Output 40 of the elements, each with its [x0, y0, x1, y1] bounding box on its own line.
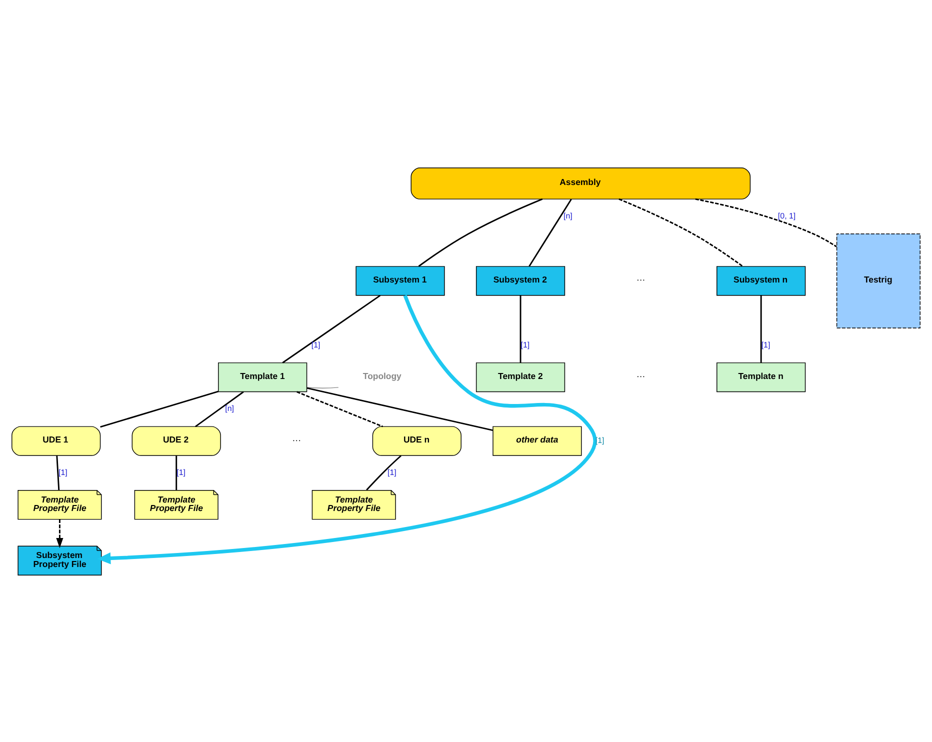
label: ···	[636, 371, 646, 382]
connector	[306, 386, 493, 430]
node-box: UDE 2	[132, 426, 221, 456]
connector	[56, 455, 60, 490]
connector	[100, 390, 218, 428]
edge-label: [1]	[387, 467, 396, 476]
connector	[520, 294, 522, 362]
node-text: Topology	[362, 370, 402, 380]
node-box: Testrig	[836, 232, 920, 328]
edge-label: [1]	[176, 467, 186, 476]
connector	[296, 390, 384, 427]
edge-label: [1]	[311, 340, 320, 349]
connector	[760, 294, 762, 362]
edge-label: [n]	[225, 404, 234, 413]
connector	[695, 198, 837, 247]
node-box: Subsystem n	[716, 266, 806, 296]
edge-label: [n]	[564, 210, 572, 220]
label: ···	[636, 274, 646, 285]
node-box: UDE n	[372, 426, 462, 456]
node-box: Assembly	[410, 167, 751, 199]
arrow	[56, 519, 64, 548]
connector	[306, 386, 339, 388]
connector	[366, 454, 402, 490]
edge-label: [1]	[761, 340, 770, 349]
connector	[418, 198, 543, 266]
connector	[282, 294, 381, 363]
connector	[528, 198, 572, 266]
node-box: Template 2	[476, 362, 566, 392]
connector	[618, 198, 743, 266]
node-box: Template 1	[218, 362, 308, 392]
node-box: Subsystem 2	[476, 266, 566, 296]
node-box: Subsystem 1	[356, 266, 445, 296]
edge-label: [0, 1]	[778, 210, 796, 220]
edge-label: [1]	[58, 467, 68, 476]
node-box: UDE 1	[12, 426, 101, 456]
node-box: Template n	[716, 362, 806, 392]
label: ···	[292, 434, 301, 445]
connector	[176, 455, 178, 490]
connector	[195, 390, 244, 427]
node-box: other data	[492, 426, 582, 456]
